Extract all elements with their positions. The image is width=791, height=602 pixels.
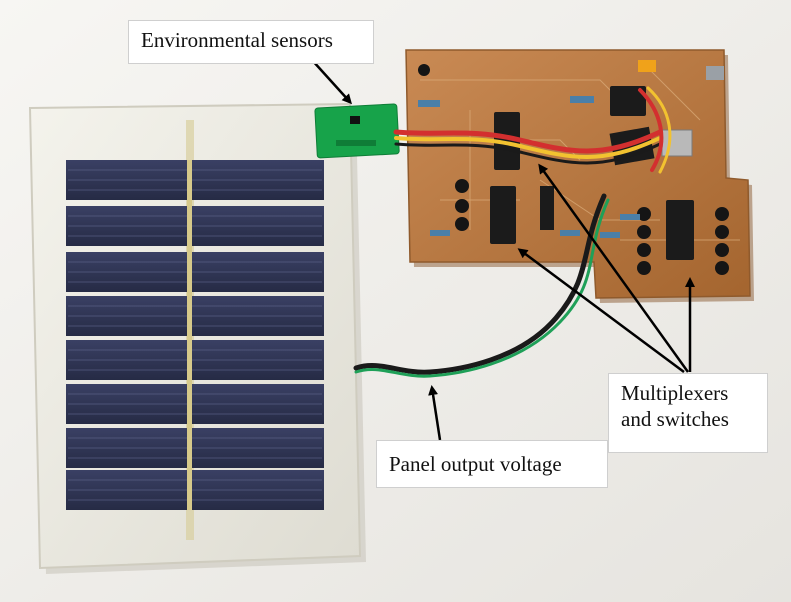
solar-panel bbox=[28, 102, 366, 574]
solar-cells bbox=[66, 160, 324, 510]
arrow-multiplexer-lower bbox=[517, 248, 685, 374]
mux-ic-upper bbox=[494, 112, 520, 170]
label-panel-output-voltage-text: Panel output voltage bbox=[389, 452, 562, 476]
label-environmental-sensors: Environmental sensors bbox=[128, 20, 374, 64]
arrow-environmental-sensors bbox=[311, 59, 353, 105]
usb-connector bbox=[706, 66, 724, 80]
capacitor-orange bbox=[638, 60, 656, 72]
sensor-cable bbox=[393, 86, 672, 174]
mux-ic-right bbox=[666, 200, 694, 260]
resistors bbox=[418, 96, 640, 238]
callout-arrows bbox=[311, 59, 695, 441]
label-multiplexers-and-switches: Multiplexers and switches bbox=[608, 373, 768, 453]
cell-fingers bbox=[68, 169, 322, 501]
panel-output-wire bbox=[353, 193, 610, 378]
controller-ic bbox=[610, 86, 646, 116]
pcb-board bbox=[405, 49, 754, 303]
header-strip bbox=[540, 186, 554, 230]
cell-ribbons bbox=[187, 160, 192, 510]
switch-transistors bbox=[418, 64, 729, 275]
microcontroller-ic bbox=[609, 126, 655, 166]
arrow-panel-output-voltage bbox=[428, 385, 442, 441]
mux-ic-lower bbox=[490, 186, 516, 244]
label-multiplexers-line2: and switches bbox=[621, 407, 729, 432]
arrow-multiplexer-upper bbox=[538, 163, 690, 373]
label-panel-output-voltage: Panel output voltage bbox=[376, 440, 608, 488]
pcb-ics bbox=[490, 86, 694, 260]
sensor-board bbox=[314, 103, 400, 159]
label-multiplexers-line1: Multiplexers bbox=[621, 381, 729, 405]
label-environmental-sensors-text: Environmental sensors bbox=[141, 28, 333, 52]
